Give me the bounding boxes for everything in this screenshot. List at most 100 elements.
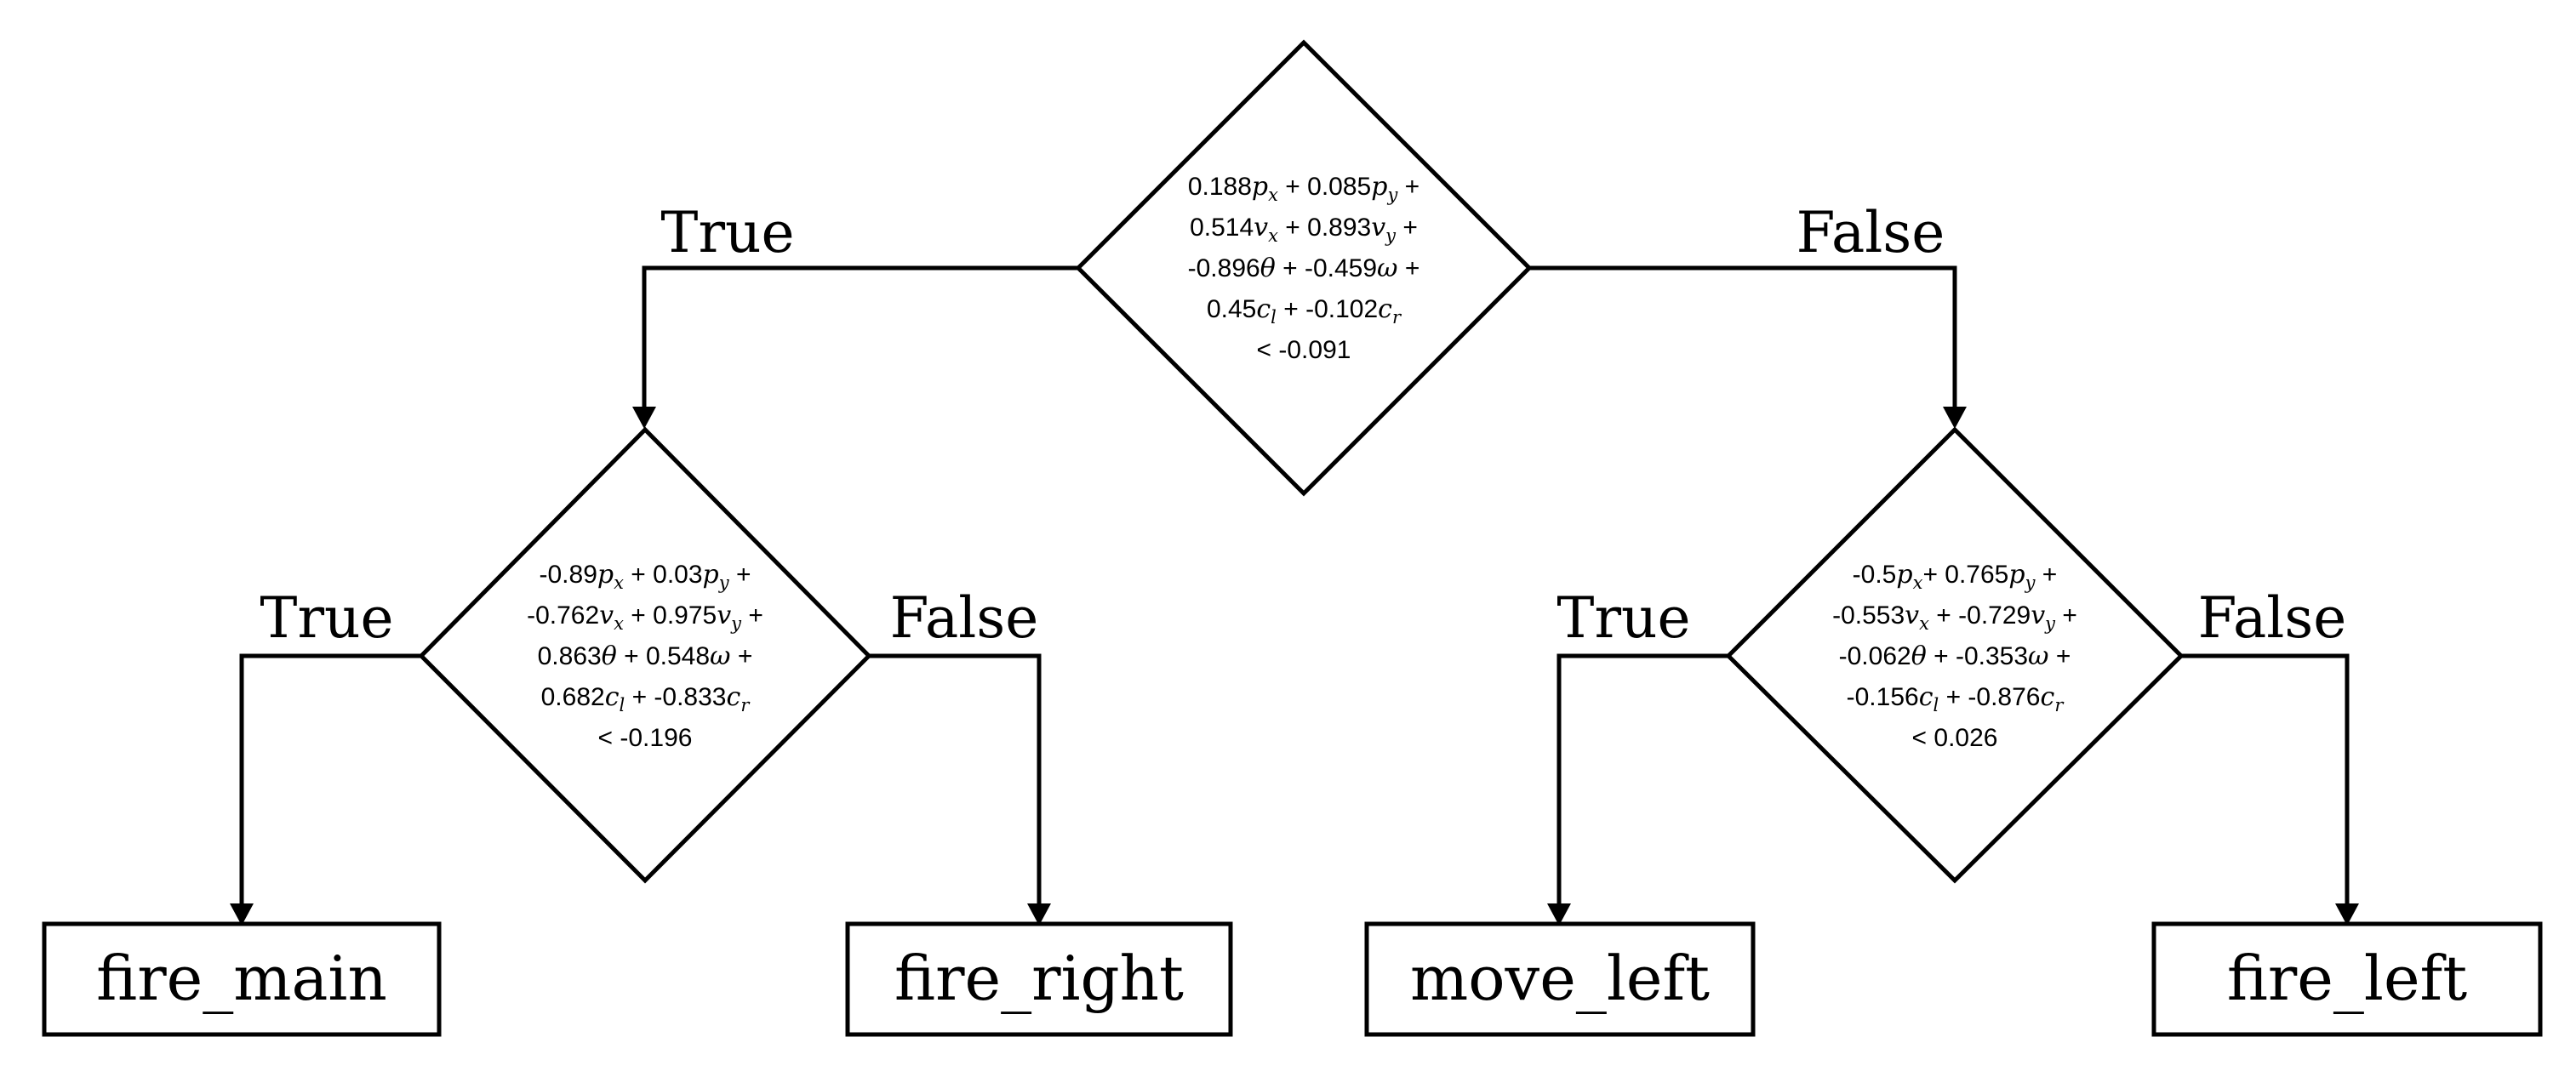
condition-subscript: r [2054, 695, 2065, 715]
leaf-label-fire-main: fire_main [96, 943, 387, 1014]
condition-subscript: y [730, 613, 742, 634]
condition-variable: p [703, 560, 719, 590]
decision-node-root: 0.188px​ + 0.085py​ +0.514vx​ + 0.893vy​… [1075, 39, 1533, 497]
edge-right-false [2181, 653, 2350, 903]
diamond-root [1075, 39, 1533, 497]
condition-subscript: x [614, 613, 624, 634]
leaf-label-move-left: move_left [1410, 943, 1710, 1014]
diamond-right [1725, 426, 2185, 884]
condition-term: -0.5 [1853, 561, 1897, 589]
condition-term: + [1397, 173, 1419, 201]
condition-variable: ω [710, 641, 730, 671]
condition-subscript: x [1919, 613, 1929, 634]
arrow-left-true [230, 903, 254, 926]
condition-term: 0.188 [1188, 173, 1252, 201]
condition-term: + [2055, 601, 2077, 630]
condition-term: + 0.085 [1278, 173, 1371, 201]
decision-node-left: -0.89px​ + 0.03py​ +-0.762vx​ + 0.975vy​… [418, 426, 872, 884]
condition-term: < -0.091 [1257, 336, 1351, 364]
arrow-left-false [1027, 903, 1051, 926]
condition-term: + 0.765 [1922, 561, 2008, 589]
condition-variable: c [1919, 682, 1933, 712]
condition-subscript: l [620, 695, 625, 715]
condition-variable: p [597, 560, 614, 590]
arrow-root-false [1943, 407, 1967, 429]
leaf-label-fire-right: fire_right [894, 943, 1184, 1014]
condition-variable: c [605, 682, 620, 712]
condition-term: + [2035, 561, 2057, 589]
condition-variable: c [1256, 294, 1271, 324]
edge-label-right-true: True [1556, 585, 1690, 651]
condition-subscript: y [1385, 225, 1397, 246]
edge-left-false [869, 653, 1042, 903]
condition-variable: ω [1377, 254, 1397, 283]
condition-term: + [2049, 642, 2071, 670]
condition-term: + [741, 601, 763, 630]
leaf-fire-main: fire_main [42, 921, 442, 1037]
arrow-root-true [632, 407, 656, 429]
condition-term: + -0.459 [1276, 254, 1377, 282]
condition-term: + -0.353 [1927, 642, 2028, 670]
condition-term: + -0.833 [625, 683, 726, 711]
leaf-label-fire-left: fire_left [2227, 943, 2467, 1014]
arrow-right-false [2335, 903, 2359, 926]
edge-label-root-false: False [1796, 200, 1945, 265]
condition-variable: v [1371, 213, 1385, 242]
condition-variable: c [727, 682, 741, 712]
condition-subscript: x [1913, 573, 1923, 593]
leaf-fire-left: fire_left [2151, 921, 2543, 1037]
condition-term: + -0.102 [1277, 295, 1378, 323]
leaf-box-fire-left [2151, 921, 2543, 1037]
condition-term: + -0.729 [1929, 601, 2031, 630]
condition-term: < -0.196 [598, 724, 693, 752]
condition-variable: c [1378, 294, 1392, 324]
condition-term: + 0.03 [624, 561, 703, 589]
condition-term: + [1396, 214, 1418, 242]
condition-subscript: l [1271, 307, 1277, 328]
condition-subscript: y [2044, 613, 2056, 634]
condition-variable: p [1896, 560, 1912, 590]
condition-variable: c [2041, 682, 2055, 712]
condition-term: -0.553 [1832, 601, 1905, 630]
condition-right: -0.5px​+ 0.765py​ +-0.553vx​ + -0.729vy​… [1832, 560, 2077, 752]
condition-term: < 0.026 [1912, 724, 1998, 752]
condition-term: + [1398, 254, 1420, 282]
condition-variable: p [2008, 560, 2025, 590]
condition-variable: v [1254, 213, 1268, 242]
edge-label-left-true: True [260, 585, 393, 651]
condition-variable: v [2031, 601, 2045, 630]
condition-term: + [729, 561, 751, 589]
condition-left: -0.89px​ + 0.03py​ +-0.762vx​ + 0.975vy​… [527, 560, 763, 752]
condition-term: + 0.893 [1278, 214, 1371, 242]
condition-subscript: y [718, 573, 730, 593]
condition-subscript: x [614, 573, 624, 593]
condition-term: -0.062 [1839, 642, 1911, 670]
edge-root-true [642, 265, 1078, 407]
condition-subscript: l [1933, 695, 1939, 715]
condition-term: 0.863 [538, 642, 602, 670]
leaf-box-fire-right [845, 921, 1233, 1037]
condition-variable: v [1905, 601, 1919, 630]
edge-label-left-false: False [890, 585, 1039, 651]
condition-variable: v [599, 601, 614, 630]
condition-subscript: r [740, 695, 751, 715]
condition-variable: θ [602, 641, 617, 671]
edges [230, 265, 2359, 926]
condition-root: 0.188px​ + 0.085py​ +0.514vx​ + 0.893vy​… [1188, 172, 1420, 364]
condition-subscript: x [1268, 225, 1278, 246]
diamond-left [418, 426, 872, 884]
decision-node-right: -0.5px​+ 0.765py​ +-0.553vx​ + -0.729vy​… [1725, 426, 2185, 884]
condition-term: -0.89 [540, 561, 597, 589]
edge-right-true [1556, 653, 1728, 903]
condition-term: 0.514 [1190, 214, 1254, 242]
condition-term: + -0.876 [1939, 683, 2040, 711]
condition-term: + 0.975 [624, 601, 717, 630]
condition-term: -0.156 [1847, 683, 1919, 711]
leaf-box-move-left [1364, 921, 1756, 1037]
condition-term: 0.45 [1207, 295, 1256, 323]
condition-subscript: x [1268, 185, 1278, 205]
condition-variable: v [717, 601, 731, 630]
condition-term: + [731, 642, 753, 670]
leaf-fire-right: fire_right [845, 921, 1233, 1037]
